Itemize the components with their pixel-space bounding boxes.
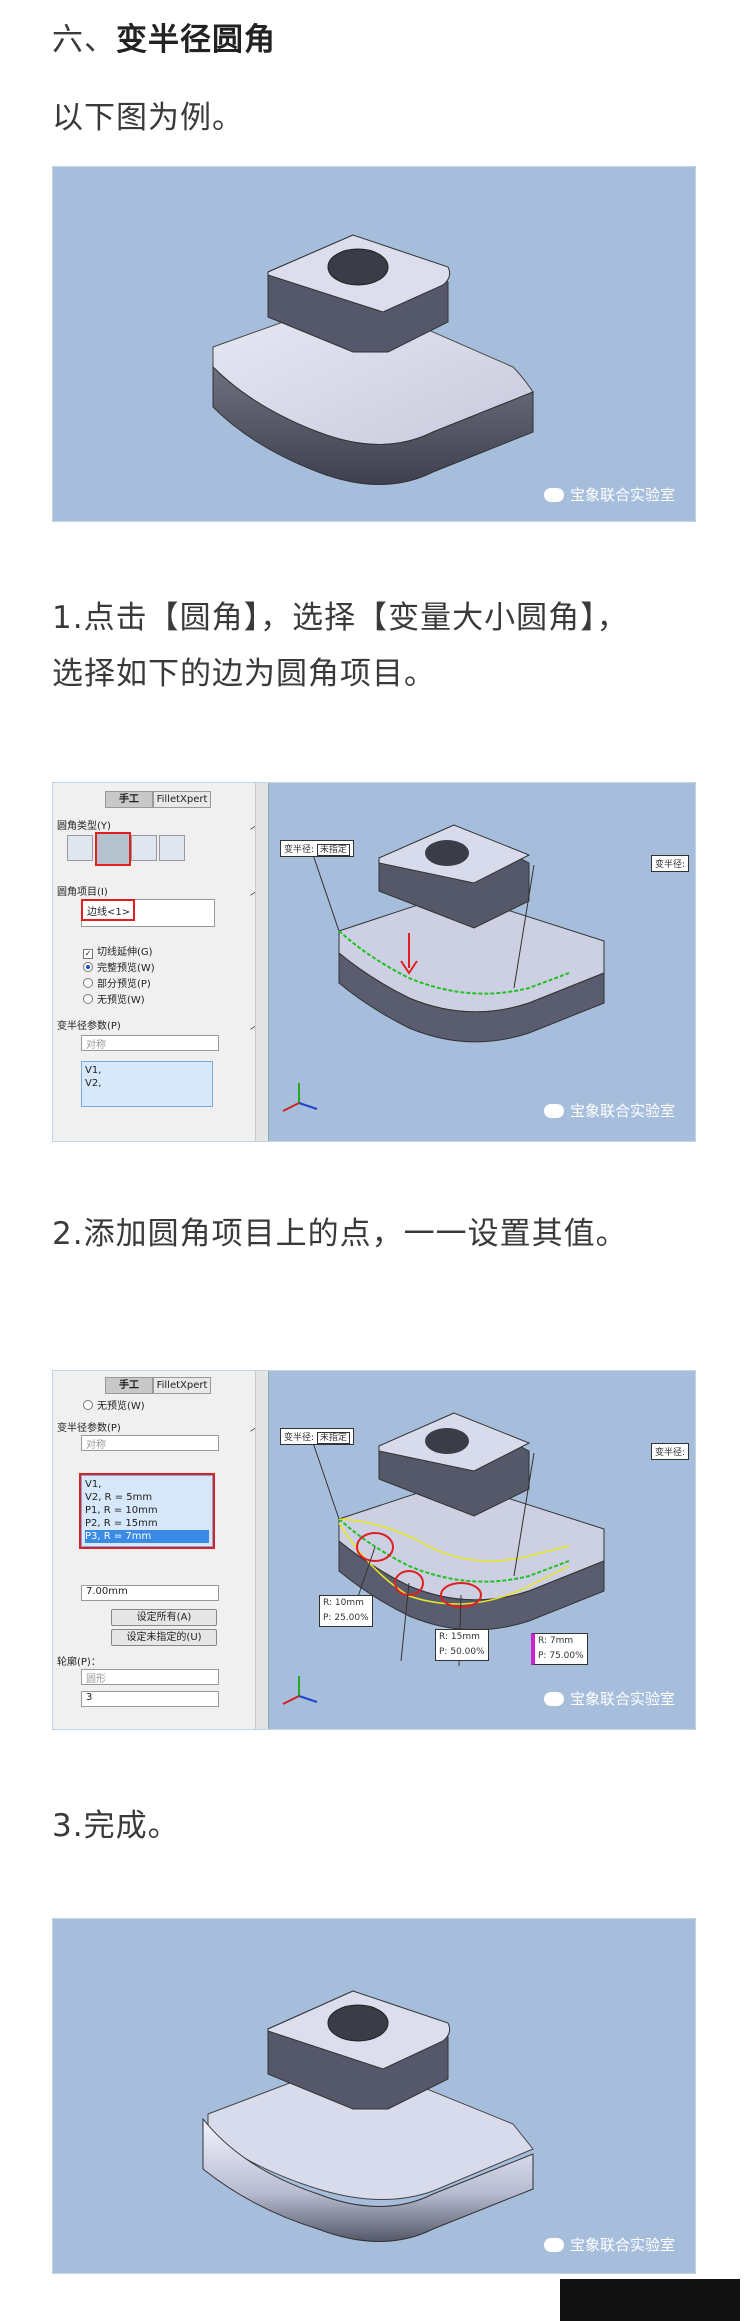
constant-fillet-icon[interactable] [67,835,93,861]
watermark-text: 宝象联合实验室 [569,486,675,504]
section-fillet-type[interactable]: 圆角类型(Y) [57,821,111,832]
part-model-drawing [212,234,534,485]
profile-label: 轮廓(P)： [57,1657,101,1668]
figure-fillet-values: 手工 FilletXpert 无预览(W) 变半径参数(P) ︿ 对称 V1, … [52,1370,696,1730]
point-callout-p3: R: 7mm P: 75.00% [531,1633,588,1665]
radius-input[interactable]: 7.00mm [81,1585,219,1601]
section-variable-params[interactable]: 变半径参数(P) [57,1021,121,1032]
full-preview-option[interactable]: 完整预览(W) [83,959,155,974]
checkbox-checked-icon[interactable]: ✓ [83,949,93,959]
no-preview-option[interactable]: 无预览(W) [83,1397,145,1412]
heading-title: 变半径圆角 [116,22,276,58]
list-item[interactable]: V1, [85,1065,102,1076]
vertex-list[interactable]: V1, V2, [81,1061,213,1107]
figure-model-result: 宝象联合实验室 [52,1918,696,2274]
callout-var-radius-1: 变半径: 未指定 [280,840,354,857]
callout-var-radius-2: 变半径: [651,855,690,872]
corner-overlay [560,2279,740,2321]
edge-highlight [81,899,135,921]
watermark-text: 宝象联合实验室 [569,1102,675,1120]
full-round-fillet-icon[interactable] [159,835,185,861]
part-model-with-points [282,1412,605,1705]
wechat-icon [543,1692,564,1706]
property-manager-panel: 手工 FilletXpert 无预览(W) 变半径参数(P) ︿ 对称 V1, … [53,1371,269,1729]
list-item[interactable]: P2, R = 15mm [85,1518,158,1529]
list-item[interactable]: V2, [85,1078,102,1089]
callout-var-radius-2: 变半径: [651,1443,690,1460]
tab-filletxpert[interactable]: FilletXpert [153,791,211,808]
part-model-filleted [202,1990,534,2242]
profile-select[interactable]: 圆形 [81,1669,219,1685]
wechat-icon [543,2238,564,2252]
edge-value: 边线<1> [87,907,131,918]
intro-text: 以下图为例。 [52,100,244,136]
figure-model-original: 宝象联合实验室 [52,166,696,522]
step1-line1: 1.点击【圆角】，选择【变量大小圆角】， [52,600,629,636]
vertex-list-highlight [79,1473,215,1549]
list-item[interactable]: P1, R = 10mm [85,1505,158,1516]
callout-var-radius-1: 变半径: 未指定 [280,1428,354,1445]
symmetry-select[interactable]: 对称 [81,1035,219,1051]
panel-scrollbar[interactable] [255,783,268,1141]
step1-line2: 选择如下的边为圆角项目。 [52,656,436,692]
section-fillet-items[interactable]: 圆角项目(I) [57,887,108,898]
point-callout-p2: R: 15mm P: 50.00% [435,1629,489,1661]
face-fillet-icon[interactable] [131,835,157,861]
symmetry-select[interactable]: 对称 [81,1435,219,1451]
section-heading: 六、变半径圆角 [52,14,276,66]
radio-icon[interactable] [83,994,93,1004]
panel-scrollbar[interactable] [255,1371,268,1729]
list-item[interactable]: V1, [85,1479,102,1490]
list-item-selected[interactable]: P3, R = 7mm [85,1530,209,1543]
step2-text: 2.添加圆角项目上的点，一一设置其值。 [52,1216,628,1252]
edge-selection-box[interactable] [81,899,215,927]
tab-filletxpert[interactable]: FilletXpert [153,1377,211,1394]
tab-manual[interactable]: 手工 [105,1377,153,1394]
wechat-icon [543,1104,564,1118]
radio-icon[interactable] [83,1400,93,1410]
section-variable-params[interactable]: 变半径参数(P) [57,1423,121,1434]
radio-selected-icon[interactable] [83,962,93,972]
vertex-list[interactable]: V1, V2, R = 5mm P1, R = 10mm P2, R = 15m… [81,1475,213,1547]
watermark-text: 宝象联合实验室 [569,2236,675,2254]
instance-count-input[interactable]: 3 [81,1691,219,1707]
watermark: 宝象联合实验室 [543,1100,675,1121]
property-manager-panel: 手工 FilletXpert 圆角类型(Y) ︿ 圆角项目(I) ︿ 边线<1>… [53,783,269,1141]
watermark: 宝象联合实验室 [543,484,675,505]
radio-icon[interactable] [83,978,93,988]
heading-prefix: 六、 [52,22,116,58]
watermark: 宝象联合实验室 [543,1688,675,1709]
list-item[interactable]: V2, R = 5mm [85,1492,153,1503]
tangent-propagation[interactable]: ✓切线延伸(G) [83,947,153,959]
partial-preview-option[interactable]: 部分预览(P) [83,975,151,990]
set-unassigned-button[interactable]: 设定未指定的(U) [111,1629,217,1646]
set-all-button[interactable]: 设定所有(A) [111,1609,217,1626]
step3-text: 3.完成。 [52,1808,180,1844]
watermark-text: 宝象联合实验室 [569,1690,675,1708]
figure-fillet-setup: 手工 FilletXpert 圆角类型(Y) ︿ 圆角项目(I) ︿ 边线<1>… [52,782,696,1142]
tab-manual[interactable]: 手工 [105,791,153,808]
wechat-icon [543,488,564,502]
part-model-selected-edge [282,824,605,1112]
no-preview-option[interactable]: 无预览(W) [83,991,145,1006]
variable-fillet-icon[interactable] [95,832,131,866]
watermark: 宝象联合实验室 [543,2234,675,2255]
point-callout-p1: R: 10mm P: 25.00% [319,1595,373,1627]
